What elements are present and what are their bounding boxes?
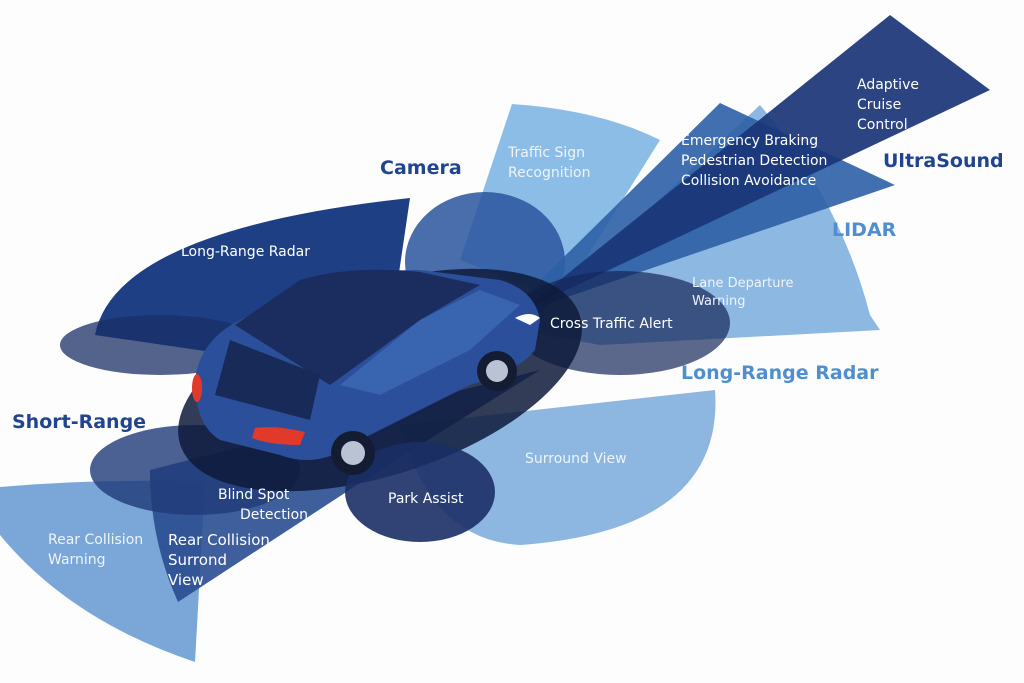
rear-collision-warning-zone — [0, 480, 205, 662]
heading-short-range: Short-Range — [12, 411, 147, 433]
heading-camera: Camera — [380, 157, 462, 179]
car-illustration — [192, 269, 540, 475]
label-surround-view: Surround View — [525, 451, 627, 467]
heading-ultrasound: UltraSound — [883, 150, 1004, 172]
park-assist-ellipse — [345, 442, 495, 542]
heading-lidar: LIDAR — [832, 219, 897, 241]
heading-long-range-radar: Long-Range Radar — [681, 362, 879, 384]
label-long-range-radar: Long-Range Radar — [181, 244, 310, 260]
adaptive-cruise-beam — [520, 15, 990, 312]
label-park-assist: Park Assist — [388, 491, 464, 507]
label-cross-traffic: Cross Traffic Alert — [550, 316, 673, 332]
